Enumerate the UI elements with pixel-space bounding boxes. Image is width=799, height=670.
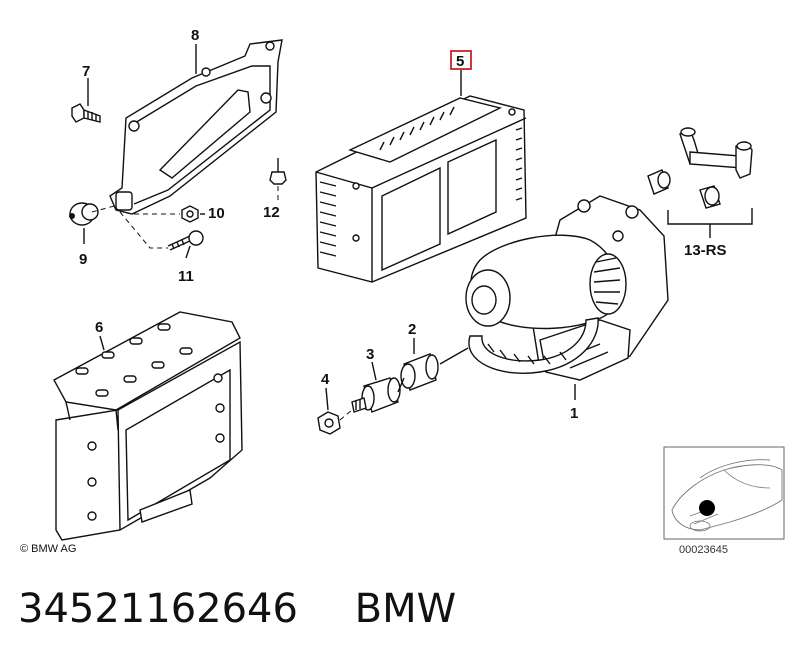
car-location-thumbnail — [663, 446, 785, 540]
hoses-part-13-rs — [647, 127, 753, 238]
screw-part-11 — [167, 230, 204, 251]
assembly-line — [119, 211, 168, 249]
bolt-part-7 — [71, 103, 101, 123]
mount-part-3 — [351, 377, 401, 413]
leader-line — [439, 347, 469, 365]
callout-6: 6 — [95, 319, 103, 336]
copyright-notice: © BMW AG — [20, 543, 76, 555]
callout-10: 10 — [208, 205, 225, 222]
control-unit-part-5 — [315, 95, 527, 283]
callout-4: 4 — [321, 371, 330, 388]
callout-12: 12 — [263, 204, 280, 221]
mount-part-9 — [69, 202, 99, 226]
mounting-plate-part-6 — [53, 311, 243, 541]
part-number: 34521162646 — [18, 586, 298, 632]
callout-9: 9 — [79, 251, 87, 268]
leader-line — [325, 387, 329, 411]
bolt-part-12 — [269, 158, 287, 185]
leader-line — [371, 361, 377, 381]
leader-line — [397, 377, 405, 393]
callout-1: 1 — [570, 405, 578, 422]
location-marker-icon — [699, 500, 715, 516]
callout-5: 5 — [456, 53, 464, 70]
reference-code: 00023645 — [679, 544, 728, 556]
bushing-part-2 — [400, 353, 439, 391]
part-caption: 34521162646 BMW — [18, 586, 456, 632]
assembly-line — [91, 204, 119, 213]
callout-2: 2 — [408, 321, 416, 338]
leader-line — [99, 335, 105, 351]
bracket-part-8 — [109, 39, 283, 215]
nut-part-4 — [317, 411, 341, 435]
callout-8: 8 — [191, 27, 199, 44]
callout-11: 11 — [178, 268, 194, 285]
nut-part-10 — [181, 205, 199, 223]
assembly-line — [339, 409, 353, 421]
callout-7: 7 — [82, 63, 90, 80]
hydraulic-unit-part-1 — [465, 195, 669, 381]
brand-name: BMW — [354, 586, 457, 632]
highlight-box-part-5 — [450, 50, 472, 70]
callout-13-rs: 13-RS — [684, 242, 727, 259]
leader-line — [185, 245, 191, 259]
callout-3: 3 — [366, 346, 374, 363]
